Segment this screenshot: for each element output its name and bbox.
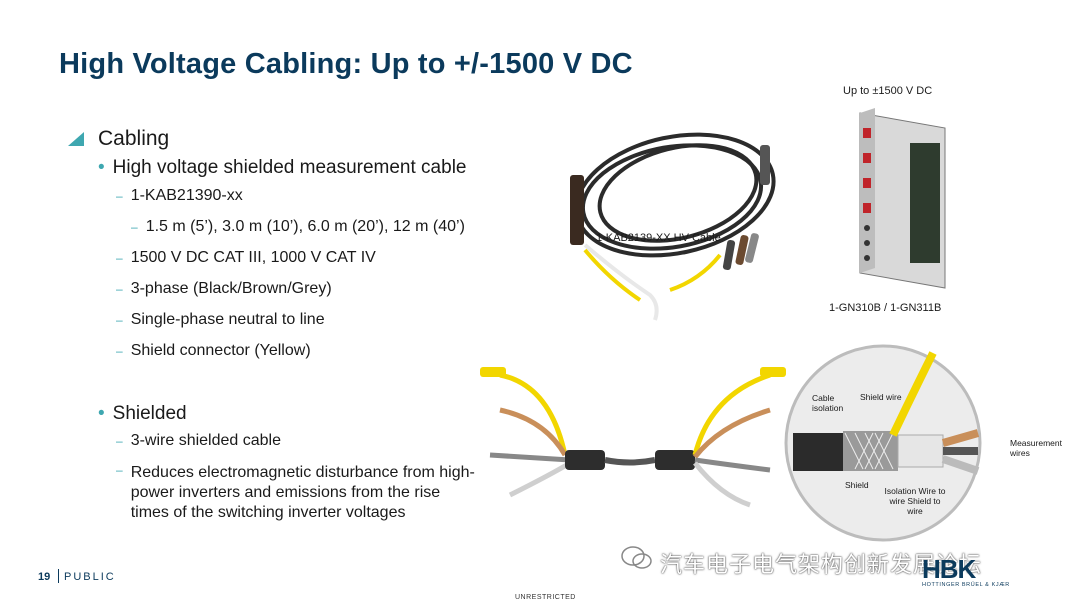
section-heading: Cabling [68,124,508,154]
bullet-label: High voltage shielded measurement cable [112,157,467,178]
sub-item-1phase: –Single-phase neutral to line [116,311,325,329]
sub-item-part: –1-KAB21390-xx [116,187,243,205]
dash-bullet-icon: – [116,313,123,327]
sub-item-label: Single-phase neutral to line [130,311,325,328]
bullet-shielded: • Shielded [98,403,187,425]
sub-item-shield-connector: –Shield connector (Yellow) [116,342,311,360]
sub-item-label: 3-wire shielded cable [130,432,281,449]
dash-bullet-icon: – [116,434,123,448]
sub-item-label: 1.5 m (5’), 3.0 m (10’), 6.0 m (20’), 12… [145,218,465,235]
callout-shield-wire: Shield wire [860,392,902,402]
sub-item-label: Reduces electromagnetic disturbance from… [130,464,475,521]
wechat-icon [621,546,652,569]
section-heading-label: Cabling [98,127,170,150]
watermark-text: 汽车电子电气架构创新发展论坛 [660,552,983,577]
bullet-list: Cabling [68,124,508,154]
cable-assembly-photo [480,367,786,508]
dash-bullet-icon: – [116,189,123,203]
gn-module-photo [859,108,946,289]
logo-text: HBK [922,554,976,584]
page-number: 19 [38,571,51,583]
sub-item-reduces: –Reduces electromagnetic disturbance fro… [116,463,481,523]
unrestricted-label: UNRESTRICTED [515,594,576,601]
sub-sub-item-lengths: –1.5 m (5’), 3.0 m (10’), 6.0 m (20’), 1… [131,218,465,236]
hbk-logo: HBK HOTTINGER BRÜEL & KJÆR [922,556,1010,588]
hv-cable-photo [570,132,776,321]
dash-bullet-icon: – [131,220,138,234]
callout-isolation: Isolation Wire to wire Shield to wire [884,486,946,516]
dash-bullet-icon: – [116,251,123,265]
sub-item-label: 1-KAB21390-xx [130,187,243,204]
dash-bullet-icon: – [116,463,123,477]
callout-cable-isolation: Cable isolation [812,393,844,413]
footer-divider [58,569,59,583]
dot-bullet-icon: • [98,157,105,178]
sub-item-rating: –1500 V DC CAT III, 1000 V CAT IV [116,249,376,267]
card-top-caption: Up to ±1500 V DC [843,85,933,97]
card-bottom-caption: 1-GN310B / 1-GN311B [829,302,942,314]
sub-item-label: 1500 V DC CAT III, 1000 V CAT IV [130,249,376,266]
cable-cross-section-diagram [784,344,982,542]
page-title: High Voltage Cabling: Up to +/-1500 V DC [59,48,633,80]
triangle-bullet-icon [68,132,84,146]
sub-item-label: 3-phase (Black/Brown/Grey) [130,280,332,297]
dash-bullet-icon: – [116,282,123,296]
sub-item-3phase: –3-phase (Black/Brown/Grey) [116,280,332,298]
logo-subtitle: HOTTINGER BRÜEL & KJÆR [922,582,1010,588]
sub-item-label: Shield connector (Yellow) [130,342,311,359]
bullet-label: Shielded [112,403,187,424]
dash-bullet-icon: – [116,344,123,358]
classification-label: PUBLIC [64,571,116,583]
bullet-hv-cable: • High voltage shielded measurement cable [98,157,466,179]
callout-measurement-wires: Measurement wires [1010,438,1062,458]
callout-shield: Shield [845,480,869,490]
dot-bullet-icon: • [98,403,105,424]
cable-caption: 1-KAB2139-XX HV Cable [596,232,721,244]
sub-item-3wire: –3-wire shielded cable [116,432,281,450]
